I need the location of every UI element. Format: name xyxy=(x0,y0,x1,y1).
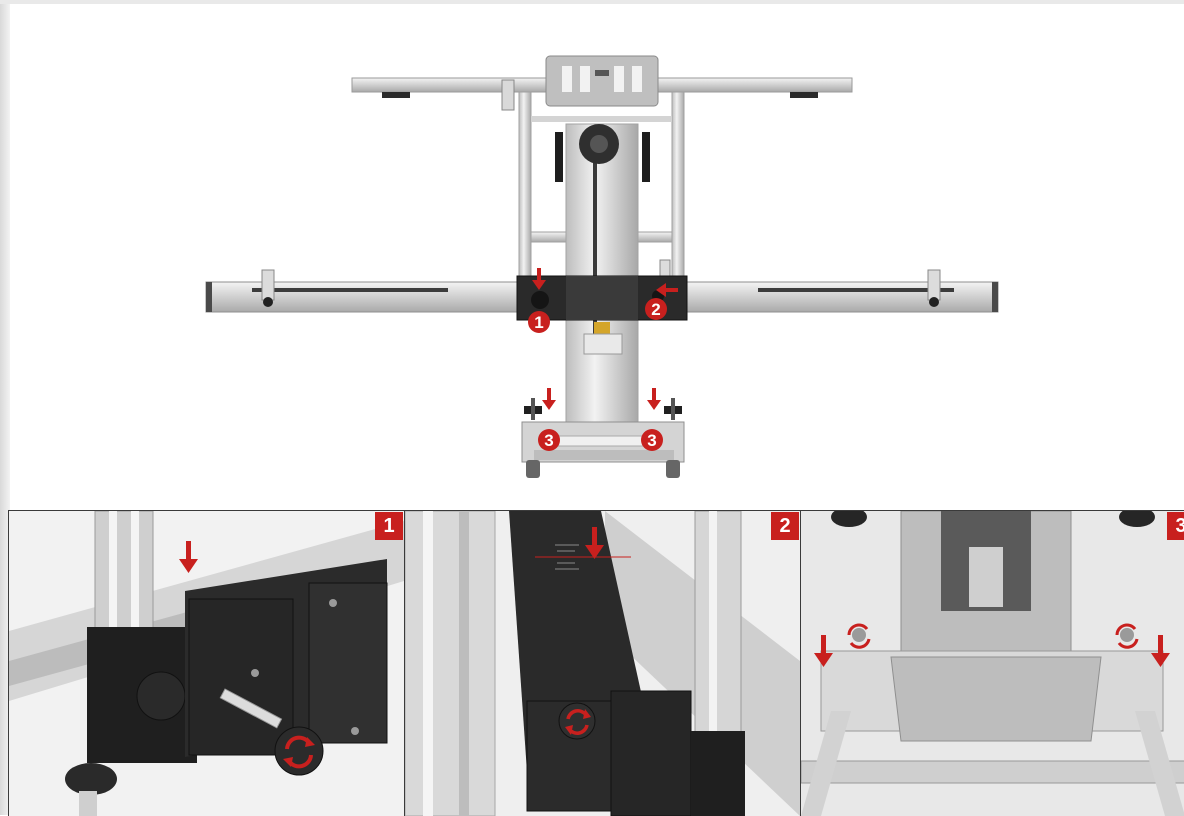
callout-3-left: 3 xyxy=(538,429,560,451)
detail-panel-1: 1 xyxy=(8,510,404,816)
arrow-left-icon xyxy=(656,283,678,297)
svg-text:3: 3 xyxy=(647,431,656,450)
calibration-stand-illustration: 1 2 3 3 xyxy=(205,55,999,478)
panel-1-badge: 1 xyxy=(375,512,403,540)
svg-text:1: 1 xyxy=(534,313,543,332)
arrow-down-icon xyxy=(585,527,604,559)
panel-3-illustration xyxy=(801,511,1184,816)
top-mount-plate xyxy=(545,55,659,107)
callout-2: 2 xyxy=(645,298,667,320)
panel-3-badge: 3 xyxy=(1167,512,1184,540)
callout-1: 1 xyxy=(528,311,550,333)
clamp-knob xyxy=(136,671,186,721)
upper-frame-right xyxy=(671,91,685,279)
upper-frame-left xyxy=(518,91,532,279)
arrow-down-icon xyxy=(532,268,546,290)
hero-image: 1 2 3 3 xyxy=(10,4,1184,510)
callout-3-right: 3 xyxy=(641,429,663,451)
top-edge-shadow xyxy=(0,0,1184,4)
arrow-down-icon xyxy=(814,635,833,667)
svg-text:2: 2 xyxy=(651,300,660,319)
rotate-icon xyxy=(847,623,1139,649)
detail-panel-2: 2 xyxy=(404,510,800,816)
panel-2-badge: 2 xyxy=(771,512,799,540)
arrow-down-icon xyxy=(542,388,556,410)
left-edge-shadow xyxy=(0,0,10,815)
arrow-down-icon xyxy=(647,388,661,410)
arrow-down-icon xyxy=(1151,635,1170,667)
svg-text:3: 3 xyxy=(544,431,553,450)
panel-1-illustration xyxy=(9,511,404,816)
panel-2-illustration xyxy=(405,511,800,816)
detail-panel-3: 3 xyxy=(800,510,1184,816)
arrow-down-icon xyxy=(179,541,198,573)
